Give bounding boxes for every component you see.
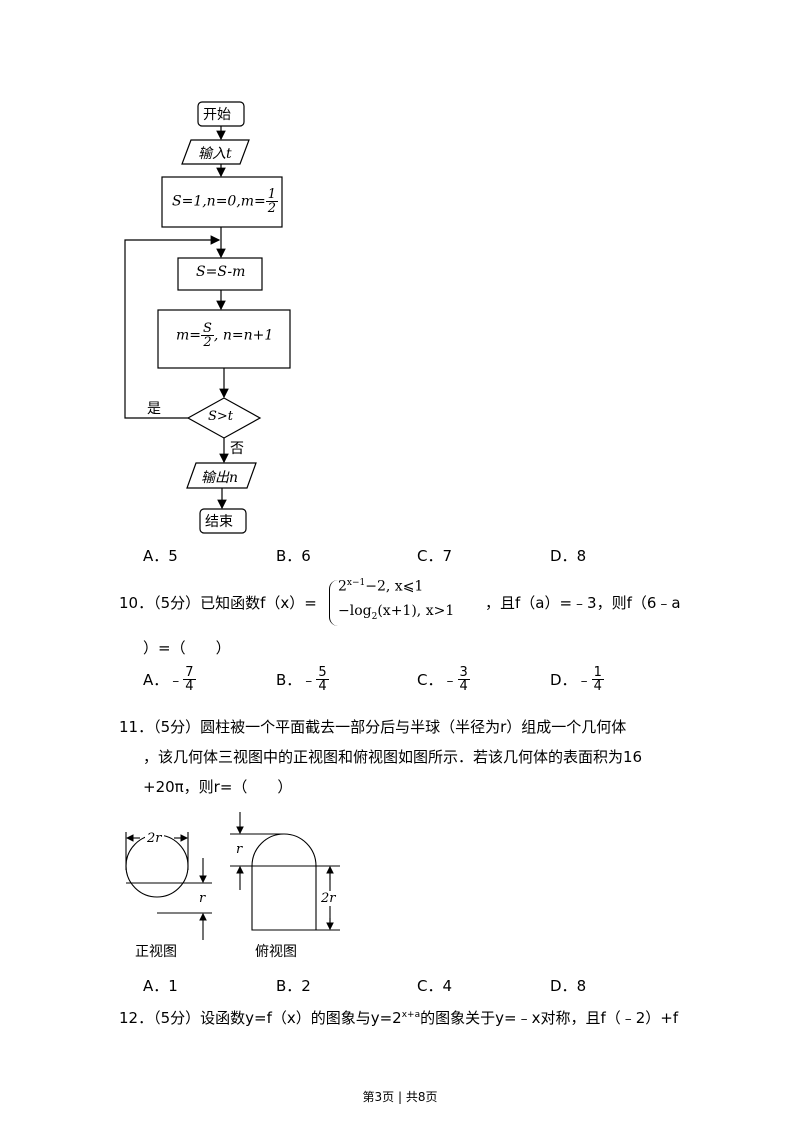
decision-label: S>t <box>208 409 234 424</box>
q11-stem-line2: ，该几何体三视图中的正视图和俯视图如图所示．若该几何体的表面积为16 <box>143 748 643 766</box>
q10-piece1: 2x−1−2, x⩽1 <box>338 578 424 595</box>
end-label: 结束 <box>205 514 233 530</box>
output-box <box>186 462 257 489</box>
q11-stem-line1: 11．（5分）圆柱被一个平面截去一部分后与半球（半径为r）组成一个几何体 <box>119 718 627 736</box>
yes-label: 是 <box>147 401 161 417</box>
top-view-shape <box>251 833 317 931</box>
q11-stem-line3: +20π，则r=（ ） <box>143 778 293 796</box>
top-view-caption: 俯视图 <box>255 944 297 960</box>
q11-option-c[interactable]: C．4 <box>417 977 453 995</box>
step1-label: S=S-m <box>196 264 246 280</box>
input-box <box>181 139 250 165</box>
q9-option-d[interactable]: D．8 <box>550 547 587 565</box>
front-view-caption: 正视图 <box>135 944 177 960</box>
start-label: 开始 <box>203 107 231 123</box>
q11-option-b[interactable]: B．2 <box>276 977 311 995</box>
page-footer: 第3页 | 共8页 <box>362 1090 438 1104</box>
q9-option-b[interactable]: B．6 <box>276 547 311 565</box>
decision-box <box>186 397 262 439</box>
q9-option-c[interactable]: C．7 <box>417 547 453 565</box>
q11-option-d[interactable]: D．8 <box>550 977 587 995</box>
q10-stem-end: ，且f（a）=﹣3，则f（6﹣a <box>485 594 681 612</box>
q12-stem: 12．（5分）设函数y=f（x）的图象与y=2x+a的图象关于y=﹣x对称，且f… <box>119 1009 679 1027</box>
q11-option-a[interactable]: A．1 <box>143 977 178 995</box>
no-label: 否 <box>230 441 244 457</box>
fig-2r-side-label: 2r <box>321 891 336 906</box>
fig-r-top-label: r <box>236 842 243 857</box>
q10-stem-line2: ）=（ ） <box>143 639 231 657</box>
fig-r-front-label: r <box>199 891 206 906</box>
q10-brace <box>329 580 338 626</box>
output-label: 输出n <box>201 470 239 486</box>
q10-stem-start: 10．（5分）已知函数f（x）= <box>119 594 317 612</box>
input-label: 输入t <box>198 146 232 162</box>
q10-piece2: −log2(x+1), x>1 <box>338 603 455 622</box>
q9-option-a[interactable]: A．5 <box>143 547 178 565</box>
fig-2r-top-label: 2r <box>145 831 164 846</box>
